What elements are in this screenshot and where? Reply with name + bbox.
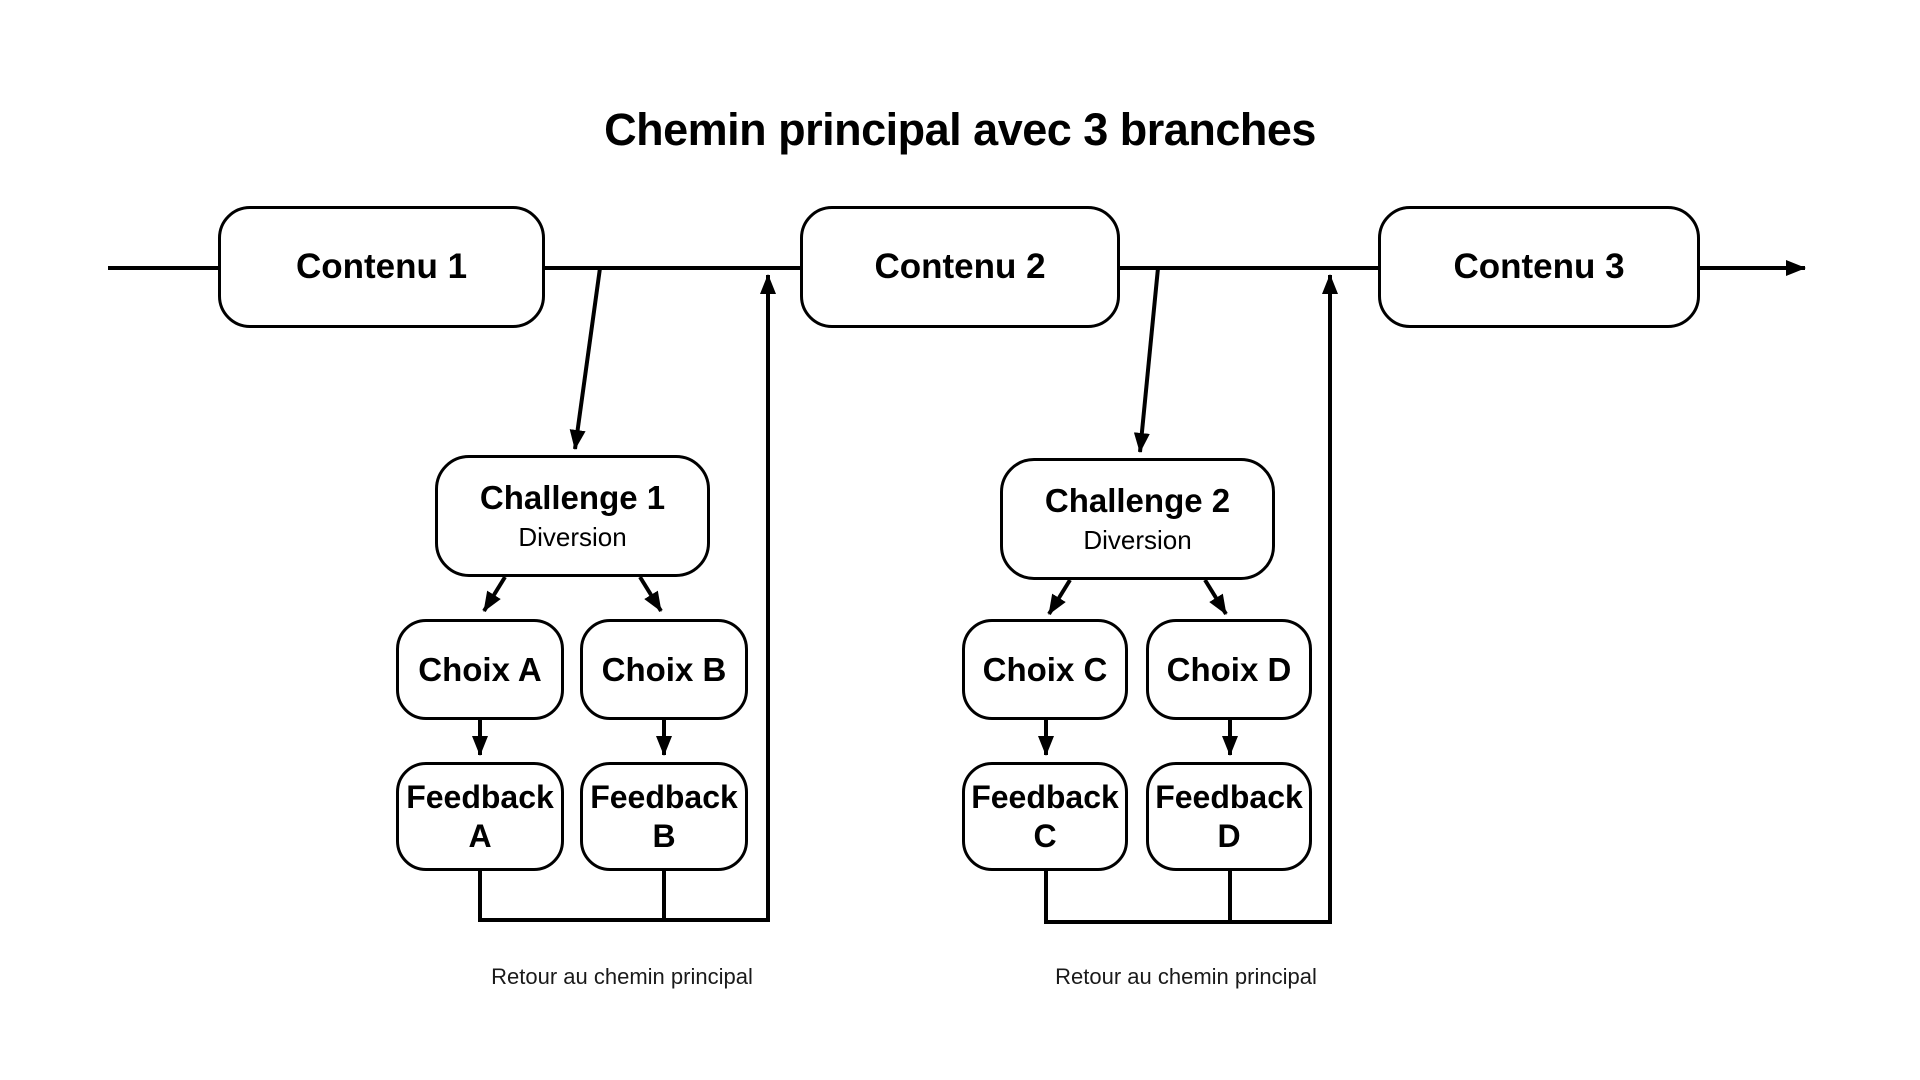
node-feedback-d-name: Feedback (1155, 779, 1303, 816)
node-contenu-2: Contenu 2 (800, 206, 1120, 328)
diagram-title: Chemin principal avec 3 branches (604, 104, 1316, 155)
node-challenge-2: Challenge 2 Diversion (1000, 458, 1275, 580)
node-choix-b-label: Choix B (601, 650, 727, 688)
node-challenge-1-subtitle: Diversion (518, 522, 627, 553)
node-choix-c-label: Choix C (982, 650, 1108, 688)
node-contenu-3-label: Contenu 3 (1453, 246, 1625, 286)
branch1-entry-arrow (569, 267, 602, 450)
node-feedback-b: Feedback B (580, 762, 748, 871)
node-contenu-2-label: Contenu 2 (874, 246, 1046, 286)
node-choix-c: Choix C (962, 619, 1128, 720)
node-feedback-a: Feedback A (396, 762, 564, 871)
node-challenge-2-title: Challenge 2 (1044, 482, 1231, 520)
branch1-return-line (478, 274, 776, 922)
branch1-challenge-to-choixB-arrow (638, 575, 663, 613)
node-choix-d-label: Choix D (1166, 650, 1292, 688)
branch2-entry-arrow (1133, 267, 1160, 453)
node-contenu-3: Contenu 3 (1378, 206, 1700, 328)
node-feedback-c-letter: C (1033, 817, 1057, 854)
node-feedback-d: Feedback D (1146, 762, 1312, 871)
node-feedback-c: Feedback C (962, 762, 1128, 871)
branch2-return-line (1044, 274, 1338, 924)
node-contenu-1: Contenu 1 (218, 206, 545, 328)
node-challenge-2-subtitle: Diversion (1083, 525, 1192, 556)
node-choix-d: Choix D (1146, 619, 1312, 720)
branch2-challenge-to-choixC-arrow (1047, 578, 1072, 616)
node-challenge-1-title: Challenge 1 (479, 479, 666, 517)
node-choix-a: Choix A (396, 619, 564, 720)
node-feedback-c-name: Feedback (971, 779, 1119, 816)
branch2-challenge-to-choixD-arrow (1203, 578, 1228, 616)
node-challenge-1: Challenge 1 Diversion (435, 455, 710, 577)
branch1-challenge-to-choixA-arrow (482, 575, 507, 613)
branch1-return-label: Retour au chemin principal (491, 964, 753, 989)
branch2-return-label: Retour au chemin principal (1055, 964, 1317, 989)
node-feedback-b-letter: B (652, 817, 676, 854)
node-choix-b: Choix B (580, 619, 748, 720)
node-feedback-d-letter: D (1217, 817, 1241, 854)
node-contenu-1-label: Contenu 1 (295, 246, 468, 286)
node-feedback-b-name: Feedback (590, 779, 738, 816)
node-choix-a-label: Choix A (418, 650, 542, 688)
node-feedback-a-letter: A (468, 817, 492, 854)
node-feedback-a-name: Feedback (406, 779, 554, 816)
